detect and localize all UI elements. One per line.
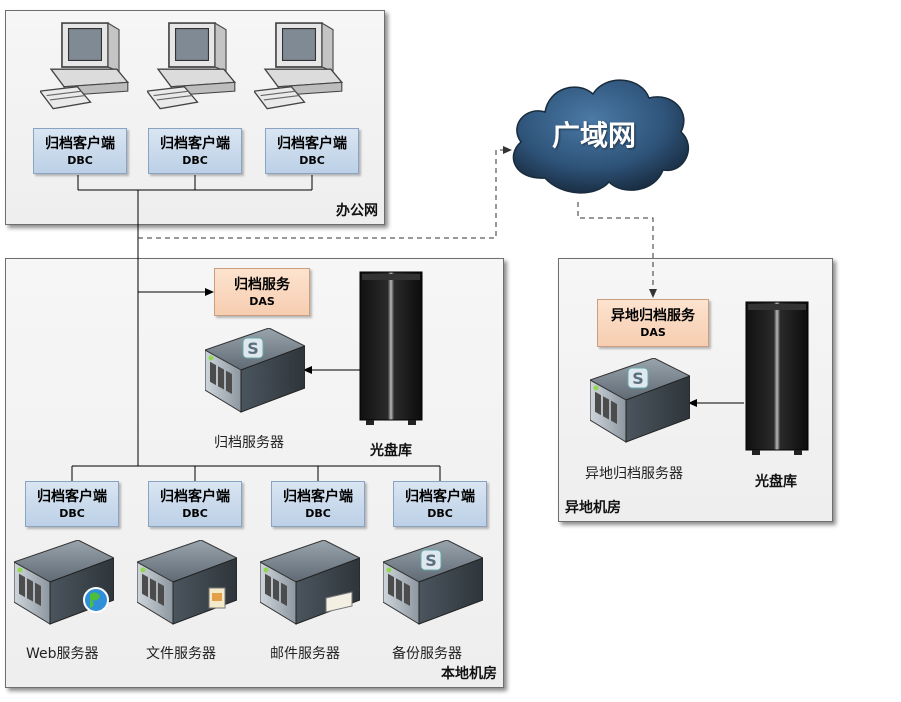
client-title: 归档客户端: [405, 488, 475, 505]
client-sub: DBC: [299, 153, 325, 167]
computer-icon: [147, 22, 236, 110]
client-sub: DBC: [67, 153, 93, 167]
mail-server-icon: [260, 540, 360, 625]
backup-server-icon: S: [383, 540, 483, 625]
local-archive-client-4: 归档客户端 DBC: [393, 481, 487, 527]
remote-archive-server-label: 异地归档服务器: [585, 466, 683, 482]
archive-service-box: 归档服务 DAS: [214, 268, 310, 316]
client-sub: DBC: [59, 506, 85, 520]
remote-optical-library-label: 光盘库: [755, 474, 797, 490]
client-sub: DBC: [305, 506, 331, 520]
local-datacenter-label: 本地机房: [441, 666, 497, 682]
office-archive-client-3: 归档客户端 DBC: [265, 128, 359, 174]
web-server-label: Web服务器: [26, 646, 99, 662]
office-archive-client-2: 归档客户端 DBC: [148, 128, 242, 174]
optical-library-label: 光盘库: [370, 443, 412, 459]
remote-archive-service-box: 异地归档服务 DAS: [597, 299, 709, 347]
file-server-label: 文件服务器: [146, 646, 216, 662]
cloud-icon: [512, 79, 690, 194]
archive-server-icon: S: [205, 328, 305, 413]
client-title: 归档客户端: [283, 488, 353, 505]
computer-icon: [254, 22, 343, 110]
optical-library-icon: [359, 271, 423, 425]
remote-archive-server-icon: S: [590, 358, 690, 443]
client-title: 归档客户端: [45, 135, 115, 152]
client-title: 归档客户端: [160, 488, 230, 505]
file-server-icon: [137, 540, 237, 625]
das-sub: DAS: [640, 325, 666, 339]
office-network-label: 办公网: [336, 203, 378, 219]
backup-server-label: 备份服务器: [392, 646, 462, 662]
wan-label: 广域网: [552, 119, 637, 152]
archive-server-label: 归档服务器: [214, 435, 284, 451]
das-title: 归档服务: [234, 276, 290, 293]
client-sub: DBC: [182, 153, 208, 167]
client-title: 归档客户端: [277, 135, 347, 152]
client-title: 归档客户端: [37, 488, 107, 505]
remote-optical-library-icon: [745, 301, 809, 455]
local-archive-client-3: 归档客户端 DBC: [271, 481, 365, 527]
client-sub: DBC: [182, 506, 208, 520]
mail-server-label: 邮件服务器: [270, 646, 340, 662]
local-archive-client-2: 归档客户端 DBC: [148, 481, 242, 527]
local-archive-client-1: 归档客户端 DBC: [25, 481, 119, 527]
web-server-icon: [14, 540, 114, 625]
remote-datacenter-label: 异地机房: [565, 500, 621, 516]
svg-text:S: S: [425, 551, 437, 570]
client-title: 归档客户端: [160, 135, 230, 152]
das-title: 异地归档服务: [611, 307, 695, 324]
office-archive-client-1: 归档客户端 DBC: [33, 128, 127, 174]
das-sub: DAS: [249, 294, 275, 308]
svg-text:S: S: [632, 369, 644, 388]
svg-text:S: S: [247, 339, 259, 358]
client-sub: DBC: [427, 506, 453, 520]
computer-icon: [40, 22, 129, 110]
